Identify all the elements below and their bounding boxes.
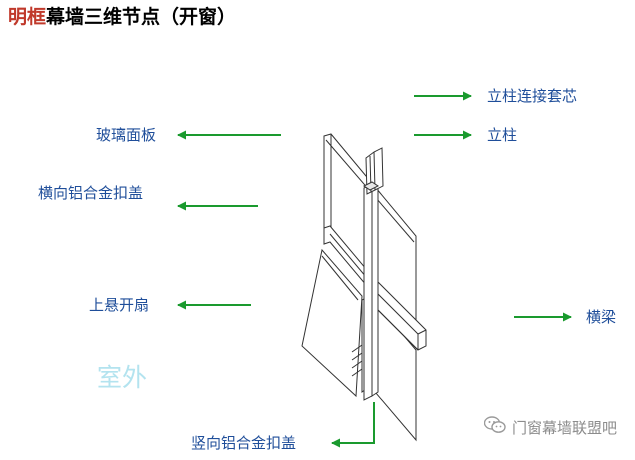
label-mullion: 立柱 [487,126,518,144]
watermark: 门窗幕墙联盟吧 [483,416,617,438]
annotation-arrows [177,91,572,448]
label-glass-panel: 玻璃面板 [96,126,157,144]
label-vertical-cap: 竖向铝合金扣盖 [191,434,297,452]
diagram-title: 明框幕墙三维节点（开窗） [8,4,278,31]
top-hung-sash [301,248,363,398]
watermark-text: 门窗幕墙联盟吧 [511,418,617,437]
title-highlight: 明框 [8,6,47,28]
vertical-mullion [363,147,384,401]
title-rest: 幕墙三维节点（开窗） [46,6,237,28]
label-horizontal-cap: 横向铝合金扣盖 [38,184,144,202]
label-transom: 横梁 [586,308,617,326]
outside-label: 室外 [97,363,148,392]
label-top-hung-sash: 上悬开扇 [89,296,150,314]
label-mullion-sleeve: 立柱连接套芯 [487,87,578,105]
wechat-icon [483,416,506,438]
arrow-vertical-cap [331,402,375,448]
